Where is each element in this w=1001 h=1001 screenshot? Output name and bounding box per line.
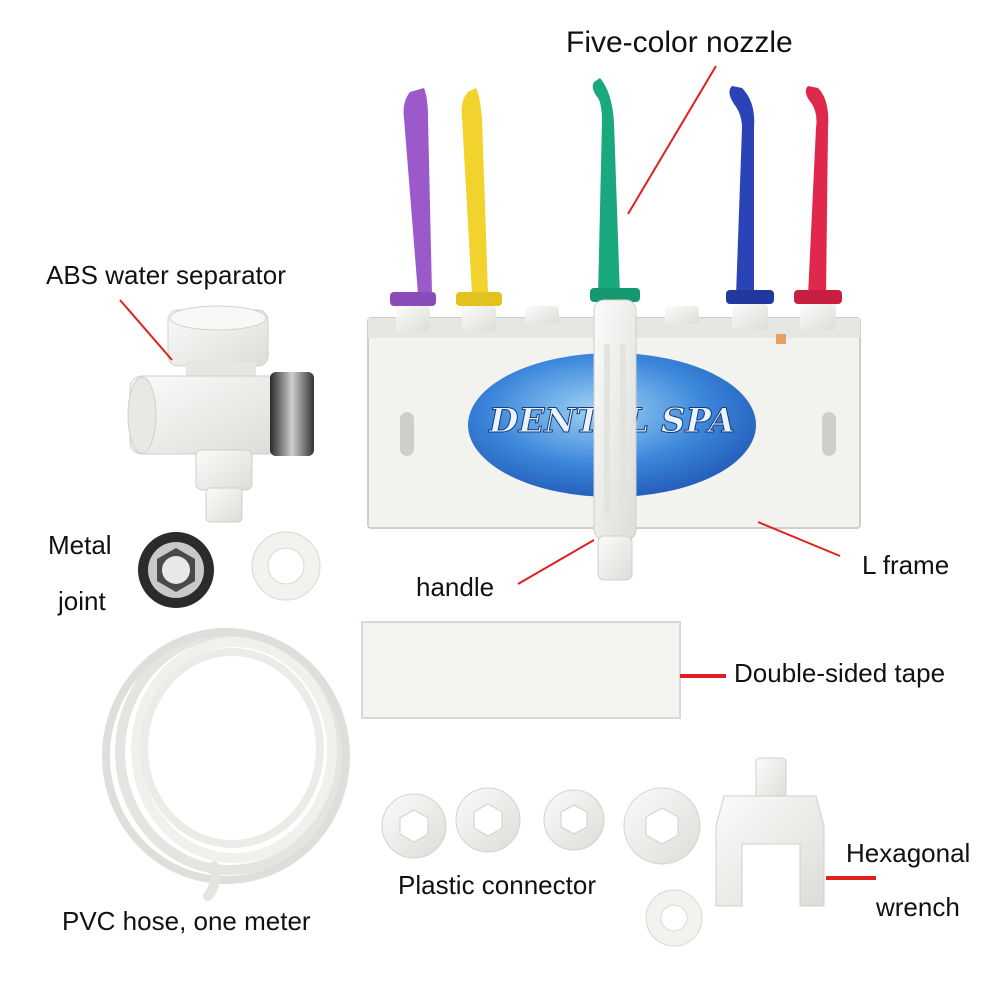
label-handle: handle [416,572,495,602]
handle [593,299,637,581]
label-hexagonal-wrench-line2: wrench [876,892,960,922]
metal-joint [138,532,214,608]
label-pvc-hose: PVC hose, one meter [62,906,311,936]
plastic-connector-2 [455,787,521,853]
label-metal-joint-line1: Metal [48,530,112,560]
callout-line-nozzle [627,65,717,215]
nozzle-yellow [456,88,502,332]
nozzle-green [590,78,640,302]
double-sided-tape [361,621,681,719]
small-washer [645,889,703,947]
callout-lines [119,65,876,880]
rubber-washer [251,531,321,601]
frame-slot-right [822,412,836,456]
label-hexagonal-wrench-line1: Hexagonal [846,838,971,868]
plastic-connector-3 [543,789,605,851]
label-l-frame: L frame [862,550,950,580]
frame-slot-left [400,412,414,456]
plastic-connector-4 [623,787,701,865]
plastic-connector-1 [381,793,447,859]
label-abs-water-separator: ABS water separator [46,260,286,290]
label-plastic-connector: Plastic connector [398,870,596,900]
callout-line-handle [517,539,595,585]
callout-line-frame [757,521,841,557]
hexagonal-wrench [715,757,825,907]
pvc-hose [102,628,350,901]
nozzle-purple [390,88,436,332]
nozzle-red [794,86,842,330]
abs-water-separator [127,305,314,523]
callout-line-separator [119,299,173,361]
label-five-color-nozzle: Five-color nozzle [566,26,793,59]
separator-metal-nut [270,372,314,456]
label-double-sided-tape: Double-sided tape [734,658,946,688]
label-metal-joint-line2: joint [58,586,106,616]
nozzle-blue [726,86,774,330]
